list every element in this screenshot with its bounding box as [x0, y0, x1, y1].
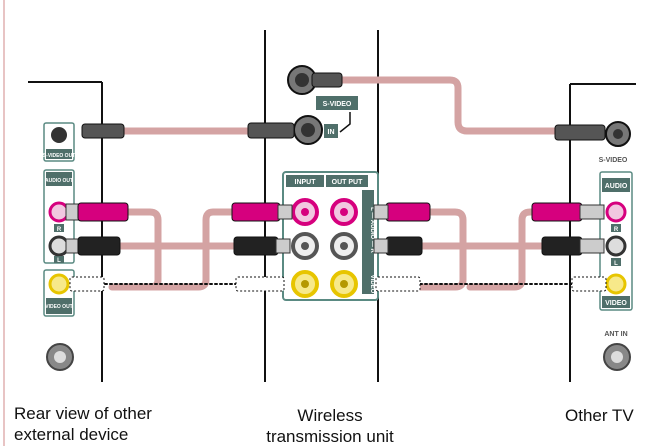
- audio-r-plug-center-out: [385, 202, 431, 222]
- transmission-unit-panel: [247, 65, 379, 301]
- svideo-cable-out: [336, 76, 559, 135]
- tv-l-label: L: [614, 261, 618, 267]
- external-device-panel: [43, 122, 75, 371]
- unit-input-label-bg: [286, 175, 324, 187]
- svideo-plug-left: [81, 123, 125, 139]
- audio-r-plug-right: [531, 202, 583, 222]
- tv-ant-in-label: ANT IN: [604, 331, 627, 338]
- video-out-label-bg: [46, 298, 72, 314]
- svideo-out-label-bg: [46, 149, 72, 159]
- tv-audio-l-jack: [605, 235, 627, 257]
- caption-center-line1: Wireless: [297, 406, 363, 425]
- audio-r-cable-right-b: [466, 208, 536, 291]
- svideo-plug-out: [311, 72, 343, 88]
- audio-r-cable-right: [414, 208, 467, 291]
- tv-audio-label-bg: [602, 178, 630, 192]
- unit-audio-side-label: L — AUDIO — R: [369, 207, 375, 253]
- center-plugs: [231, 202, 431, 292]
- svideo-plug-center: [247, 122, 295, 139]
- unit-video-side-label: VIDEO: [369, 275, 375, 294]
- audio-l-plug-right: [541, 236, 583, 256]
- left-video-jack: [48, 273, 70, 295]
- left-video-out-label: VIDEO OUT: [45, 304, 73, 310]
- left-audio-r-jack: [48, 201, 70, 223]
- svideo-plug-right: [554, 124, 606, 141]
- caption-right: Other TV: [565, 406, 634, 425]
- audio-r-plug-center-in: [231, 202, 281, 222]
- caption-center-line2: transmission unit: [266, 427, 394, 446]
- tv-video-label-bg: [602, 296, 630, 308]
- tv-video-jack: [605, 273, 627, 295]
- left-audio-l-jack: [48, 235, 70, 257]
- tv-svideo-label: S-VIDEO: [599, 157, 628, 164]
- tv-r-label: R: [614, 227, 619, 233]
- audio-l-plug-center-out: [385, 236, 423, 256]
- tv-panel: [554, 121, 633, 371]
- audio-r-plug-left: [77, 202, 129, 222]
- tv-audio-label: AUDIO: [605, 183, 628, 190]
- left-svideo-out-label: S-VIDEO OUT: [43, 153, 76, 159]
- audio-out-label-bg: [46, 172, 72, 186]
- unit-output-label-bg: [326, 175, 368, 187]
- video-plug-center-out: [375, 276, 421, 292]
- unit-in-label: IN: [328, 129, 335, 136]
- caption-left-line2: external device: [14, 425, 129, 444]
- right-plugs: [531, 202, 607, 292]
- audio-l-plug-center-in: [233, 236, 279, 256]
- audio-l-plug-left: [77, 236, 121, 256]
- video-plug-right: [571, 276, 607, 292]
- video-plug-center-in: [235, 276, 285, 292]
- unit-in-label-bg: [324, 124, 338, 138]
- tv-audio-r-jack: [605, 201, 627, 223]
- caption-left-line1: Rear view of other: [14, 404, 152, 423]
- cables: [84, 76, 586, 291]
- audio-r-cable-left-b: [108, 208, 236, 291]
- tv-video-label: VIDEO: [605, 300, 627, 307]
- unit-output-label: OUT PUT: [332, 179, 363, 186]
- left-plugs: [65, 123, 129, 292]
- left-audio-out-label: AUDIO OUT: [45, 178, 73, 184]
- unit-svideo-label: S-VIDEO: [323, 101, 352, 108]
- left-r-label: R: [57, 227, 62, 233]
- unit-input-label: INPUT: [295, 179, 317, 186]
- video-plug-left: [69, 276, 105, 292]
- left-l-label: L: [57, 258, 61, 264]
